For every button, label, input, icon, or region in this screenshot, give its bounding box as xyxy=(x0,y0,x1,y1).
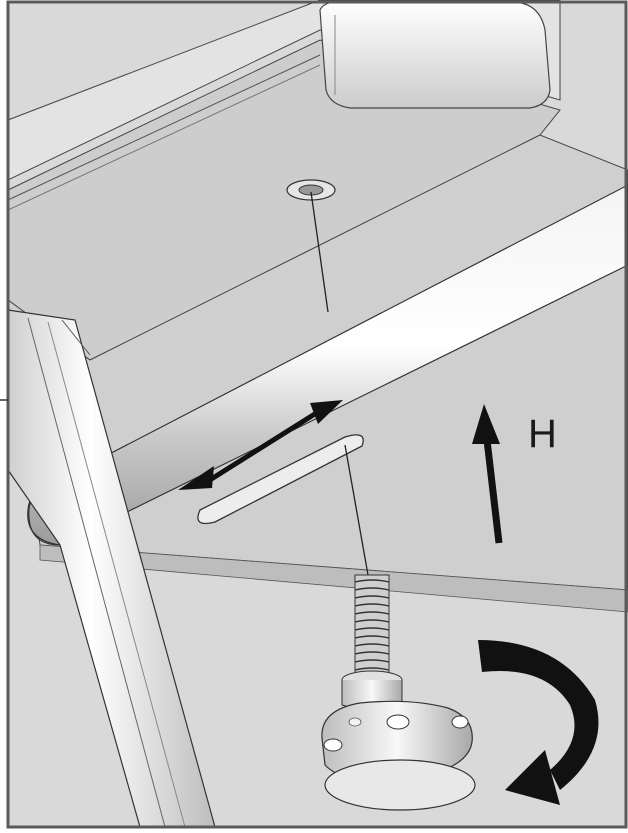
lift-arrow-shaft xyxy=(483,439,503,544)
slide-arrow-head-left xyxy=(178,466,214,490)
corner-block xyxy=(319,1,551,109)
alignment-line-upper xyxy=(310,191,329,313)
lift-arrow-head xyxy=(472,404,500,444)
slide-arrow-shaft xyxy=(203,409,320,486)
figure-frame xyxy=(6,0,628,829)
rotate-arrow-body xyxy=(478,640,599,790)
adjustment-slot xyxy=(197,434,364,525)
leg-corner-line xyxy=(61,319,91,356)
direction-label-h: H xyxy=(528,412,557,456)
frame-plate-edge xyxy=(39,544,628,613)
slide-arrow-head-right xyxy=(310,400,343,424)
leveling-foot xyxy=(321,670,476,811)
rotate-arrow-head xyxy=(505,750,560,805)
slab-edge-line xyxy=(7,54,321,201)
leg-edge-line xyxy=(27,317,166,828)
threaded-bolt xyxy=(354,574,390,681)
slab-edge-line-2 xyxy=(7,64,321,211)
leg-edge-line-2 xyxy=(47,321,186,828)
alignment-line-lower xyxy=(344,444,369,576)
